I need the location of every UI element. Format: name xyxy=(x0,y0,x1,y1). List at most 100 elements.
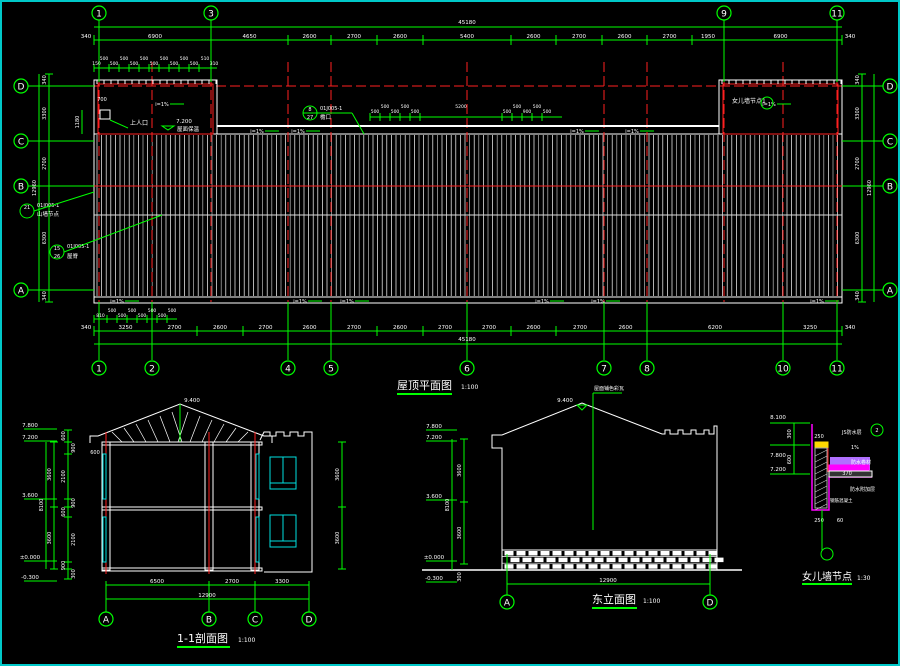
brick xyxy=(708,551,718,556)
section-sub-dim-label: 900 xyxy=(61,561,67,571)
hatch-line xyxy=(814,497,828,505)
slope-arrow-label: i=1% xyxy=(535,299,549,305)
brick xyxy=(564,564,574,569)
elevation-overall-label: 8100 xyxy=(445,499,451,512)
section-elev-label: 7.800 xyxy=(22,423,38,429)
parapet-dim-label: 500 xyxy=(150,61,159,67)
gutter-dim-label: 500 xyxy=(513,104,522,110)
parapet-dim-label: 500 xyxy=(138,313,147,319)
bottom-axis-11: 11 xyxy=(831,365,842,375)
brick xyxy=(576,564,586,569)
stair-room-inner-left xyxy=(97,83,214,135)
elevation-axis-A: A xyxy=(504,599,511,609)
note-eave: 檐口 xyxy=(320,113,331,121)
detail-ref-top: 8 xyxy=(308,107,311,113)
parapet-dim-label: 150 xyxy=(92,61,101,67)
gutter-dim-label: 500 xyxy=(411,109,420,115)
hatch-line xyxy=(814,467,828,475)
brick xyxy=(552,551,562,556)
right-axis-C-bubble xyxy=(882,133,898,149)
elevation-note: 屋面铺色彩瓦 xyxy=(594,385,624,392)
section-axis-B-bubble xyxy=(201,611,217,627)
overall-dim-bottom-label: 45180 xyxy=(458,337,476,343)
section-sub-dim-label: 900 xyxy=(71,443,77,453)
section-axis-C: C xyxy=(252,616,258,626)
detail-label: 钢筋混凝土 xyxy=(830,497,853,504)
top-dim-label: 6900 xyxy=(148,34,162,40)
bottom-dim-label: 2700 xyxy=(259,325,273,331)
brick xyxy=(510,557,520,563)
gutter-dim-label: 500 xyxy=(543,109,552,115)
note-elev: 7.200 xyxy=(176,119,192,125)
slope-arrow-label: i=1% xyxy=(762,102,776,108)
elevation-scale: 1:100 xyxy=(643,598,660,605)
slope-arrow-label: i=1% xyxy=(570,129,584,135)
bottom-dim-label: 2600 xyxy=(527,325,541,331)
left-axis-D-bubble xyxy=(13,78,29,94)
brick xyxy=(624,564,634,569)
gutter-dim-label: 500 xyxy=(371,109,380,115)
detail-dim-250b: 250 xyxy=(814,518,824,524)
overall-dim-top-label: 45180 xyxy=(458,20,476,26)
brick xyxy=(588,551,598,556)
gutter-dim-label: 500 xyxy=(503,109,512,115)
brick xyxy=(546,557,556,563)
brick xyxy=(600,564,610,569)
bottom-dim-label: 2700 xyxy=(482,325,496,331)
note-dim: 1180 xyxy=(75,116,81,129)
bottom-dim-label: 2700 xyxy=(168,325,182,331)
left-axis-C: C xyxy=(18,138,24,148)
brick xyxy=(558,557,568,563)
section-elev-label: -0.300 xyxy=(21,575,39,581)
right-axis-C: C xyxy=(887,138,893,148)
section-axis-A: A xyxy=(103,616,110,626)
truss-web xyxy=(123,427,135,443)
left-dim-label: 6300 xyxy=(42,232,48,245)
ground-slab xyxy=(101,567,263,572)
hatch-line xyxy=(814,479,828,487)
section-parapet-wall xyxy=(259,431,313,573)
section-axis-B: B xyxy=(206,616,212,626)
parapet-dim-label: 500 xyxy=(110,61,119,67)
note-insulation: 屋面保温 xyxy=(177,125,200,133)
hatch-line xyxy=(814,455,828,463)
section-sub-dim-label: 2100 xyxy=(71,533,77,546)
top-dim-label: 2700 xyxy=(347,34,361,40)
detail-elev-label: 8.100 xyxy=(770,415,786,421)
floor-slab xyxy=(101,506,263,511)
detail-ref-bubble xyxy=(870,423,884,437)
left-dim-label: 340 xyxy=(42,291,48,301)
stair-room-right xyxy=(718,79,843,135)
section-window xyxy=(255,453,260,500)
top-dim-label: 6900 xyxy=(774,34,788,40)
bottom-axis-4-bubble xyxy=(280,360,296,376)
stair-room-inner-right xyxy=(722,83,839,135)
right-axis-D-bubble xyxy=(882,78,898,94)
truss-web xyxy=(201,419,213,443)
brick xyxy=(582,557,592,563)
detail-dim-370: 370 xyxy=(842,471,852,477)
left-axis-D: D xyxy=(18,83,25,93)
brick xyxy=(504,551,514,556)
slope-arrow-label: i=1% xyxy=(110,299,124,305)
brick xyxy=(528,564,538,569)
detail-no: 15 xyxy=(54,246,60,252)
truss-web xyxy=(111,431,123,443)
section-elev-label: ±0.000 xyxy=(20,555,41,561)
note-parapet-ref: 女儿墙节点1 xyxy=(732,97,766,105)
leader xyxy=(63,214,163,253)
bottom-dim-label: 2600 xyxy=(303,325,317,331)
section-axis-D-bubble xyxy=(301,611,317,627)
brick xyxy=(612,564,622,569)
right-dim-label: 2700 xyxy=(855,157,861,170)
elevation-axis-D-bubble xyxy=(702,594,718,610)
brick xyxy=(672,551,682,556)
bottom-axis-5: 5 xyxy=(328,365,334,375)
detail-coping xyxy=(814,441,829,449)
section-right-dim-label: 3600 xyxy=(335,468,341,481)
elevation-symbol xyxy=(160,125,176,131)
elevation-elev-label: -0.300 xyxy=(425,576,443,582)
detail-ref-bubble-21 xyxy=(19,203,35,219)
hatch-line xyxy=(814,491,828,499)
